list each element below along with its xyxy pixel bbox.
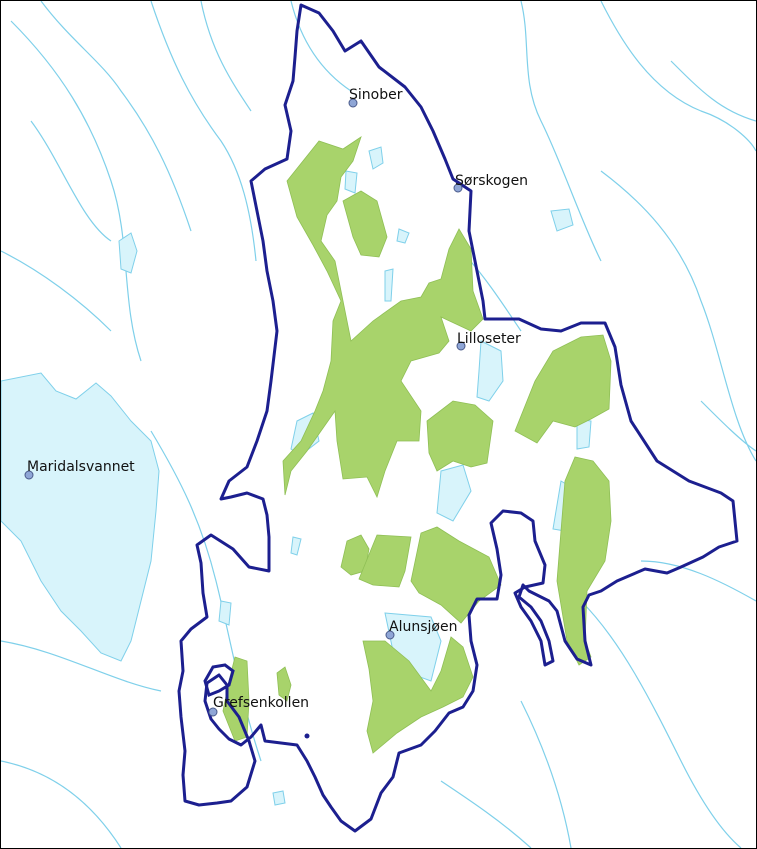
river-line [10,20,142,362]
forest-area [276,666,292,702]
lake [344,170,358,194]
river-line [600,1,756,152]
place-label: Alunsjøen [389,619,457,635]
place-label: Grefsenkollen [213,695,309,711]
lake [368,146,384,170]
forest-area [342,190,388,258]
lake [436,464,472,522]
place-markers: Sinober Sørskogen Lilloseter Maridalsvan… [24,87,528,717]
forest-areas [222,136,612,754]
river-line [440,780,532,848]
lake [272,790,286,806]
river-line [290,1,352,92]
lake [290,536,302,556]
place-label: Maridalsvannet [27,459,135,475]
lake [396,228,410,244]
place-maridalsvannet[interactable]: Maridalsvannet [24,459,135,480]
place-alunsjoen[interactable]: Alunsjøen [385,619,457,640]
river-line [580,600,742,848]
place-label: Sinober [349,87,403,103]
place-lilloseter[interactable]: Lilloseter [456,331,521,351]
river-line [40,1,192,232]
river-line [670,60,756,122]
river-line [640,560,756,602]
lake [218,600,232,626]
forest-area [514,334,612,444]
river-line [1,640,162,692]
area-boundary [177,3,739,833]
forest-area [362,636,474,754]
lake [550,208,574,232]
river-line [30,120,112,242]
river-line [600,170,756,462]
river-line [520,1,602,262]
river-line [700,400,756,452]
river-line [1,250,112,332]
place-label: Lilloseter [457,331,521,347]
lake-maridalsvannet [1,372,160,662]
place-point-icon [24,470,34,480]
forest-area [282,136,484,499]
place-point-icon [385,630,395,640]
boundary-island [203,663,235,698]
place-point-icon [208,707,218,717]
place-point-icon [453,183,463,193]
forest-area [556,456,612,666]
boundary-dot [304,733,310,739]
place-sorskogen[interactable]: Sørskogen [453,173,528,193]
forest-area [340,534,370,576]
river-line [1,760,122,848]
place-sinober[interactable]: Sinober [348,87,403,108]
lake [476,340,504,402]
place-point-icon [348,98,358,108]
lake [118,232,138,274]
river-line [200,1,252,112]
lake [384,268,394,302]
river-line [520,700,572,848]
forest-area [426,400,494,472]
place-label: Sørskogen [455,173,528,189]
place-grefsenkollen[interactable]: Grefsenkollen [208,695,309,717]
forest-area [358,534,412,588]
place-point-icon [456,341,466,351]
river-line [150,1,257,262]
